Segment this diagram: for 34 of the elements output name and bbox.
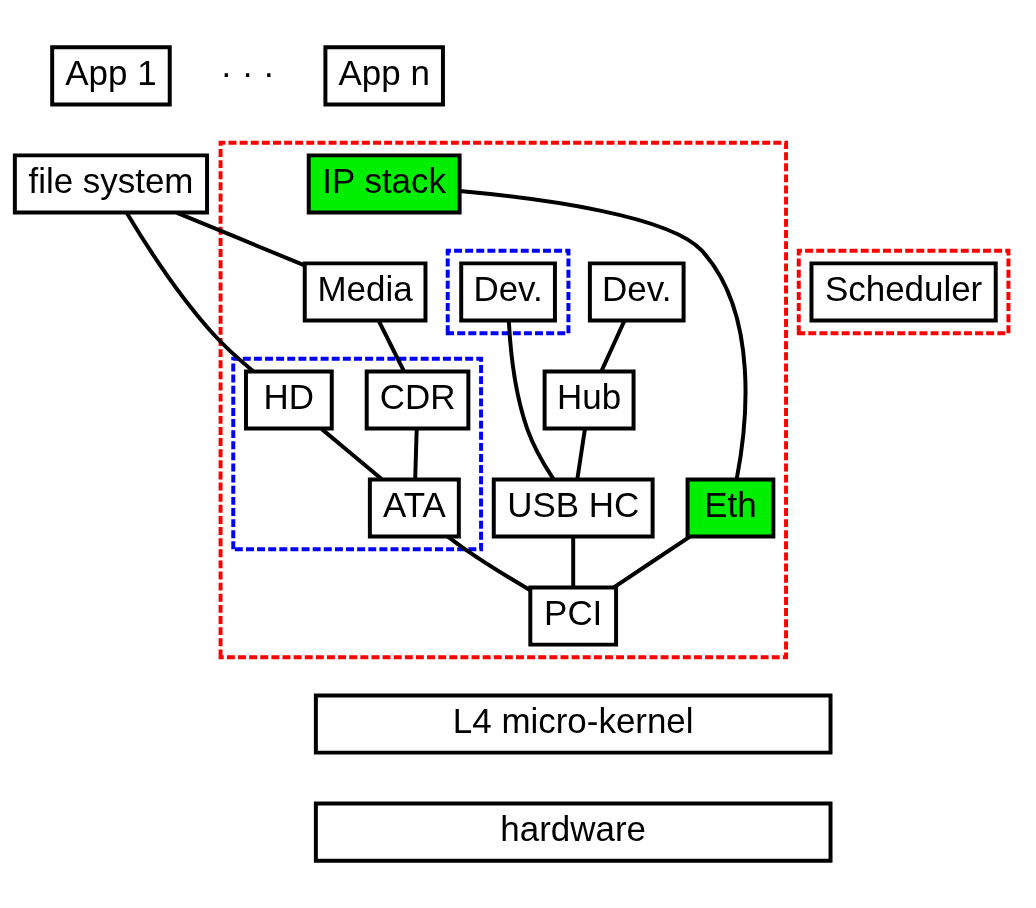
connector — [413, 429, 419, 479]
node-box: Dev. — [587, 261, 686, 323]
connector — [320, 427, 383, 481]
connector — [612, 535, 691, 589]
node-box: Eth — [685, 477, 776, 539]
connector — [124, 211, 255, 373]
node-box: CDR — [364, 369, 471, 431]
connector — [459, 189, 748, 480]
cluster — [445, 248, 571, 336]
node-box: Scheduler — [809, 261, 998, 323]
node-box: Hub — [542, 369, 636, 431]
connector — [599, 320, 627, 372]
cluster — [218, 140, 789, 660]
connector — [176, 211, 306, 268]
node-box: App n — [323, 45, 445, 107]
node-box: PCI — [528, 585, 619, 647]
connector — [506, 320, 555, 480]
connector — [377, 320, 406, 372]
cluster — [796, 248, 1011, 336]
node-box: L4 micro-kernel — [313, 693, 833, 755]
node-box: Media — [302, 261, 428, 323]
label: · · · — [220, 52, 275, 92]
connector — [446, 535, 531, 592]
cluster — [231, 356, 484, 552]
node-box: USB HC — [491, 477, 655, 539]
connector — [575, 428, 587, 479]
node-box: HD — [244, 369, 334, 431]
node-box: hardware — [313, 801, 833, 863]
node-box: Dev. — [459, 261, 557, 323]
node-box: ATA — [367, 477, 461, 539]
node-box: IP stack — [306, 153, 462, 215]
node-box: App 1 — [50, 45, 172, 107]
node-box: file system — [12, 153, 210, 215]
connector — [571, 537, 576, 587]
